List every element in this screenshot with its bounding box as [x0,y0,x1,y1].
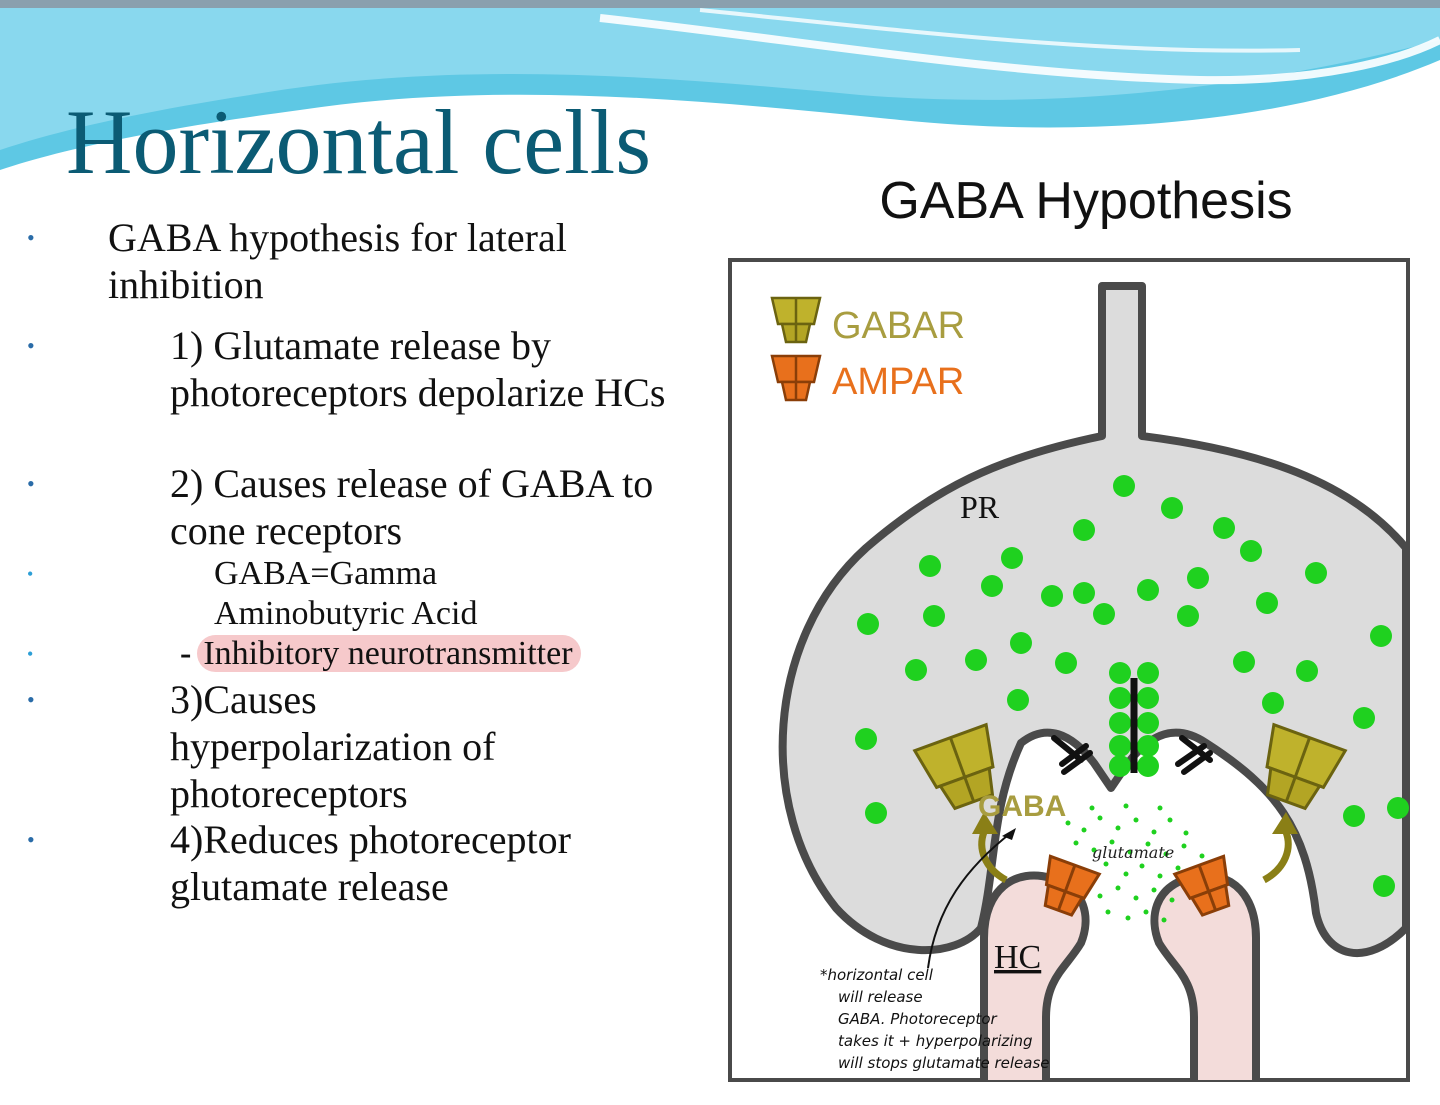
vesicle [1373,875,1395,897]
slide-title: Horizontal cells [66,91,652,193]
vesicle [965,649,987,671]
figure-title: GABA Hypothesis [879,172,1293,230]
vesicle [857,613,879,635]
bullet-dot-icon: • [27,827,35,852]
ampa-receptor-right [1172,854,1231,917]
vesicle [1113,475,1135,497]
gaba-flow-arrow-right [1262,830,1292,884]
vesicle [981,575,1003,597]
vesicle [1137,687,1159,709]
vesicle [1353,707,1375,729]
vesicle [1305,562,1327,584]
vesicle [1109,755,1131,777]
bullet-item: • 4)Reduces photoreceptor glutamate rele… [27,817,571,909]
vesicle [1256,592,1278,614]
ampar-legend-label: AMPAR [832,361,964,403]
note-line: takes it + hyperpolarizing [838,1032,1033,1050]
vesicle [1137,712,1159,734]
gabar-legend-icon [770,296,822,344]
vesicle [919,555,941,577]
vesicle [1109,712,1131,734]
channel-marker-left [1051,735,1093,775]
vesicle [1343,805,1365,827]
gaba-hypothesis-figure: GABA Hypothesis [716,168,1416,1088]
vesicle [1296,660,1318,682]
vesicle [1073,519,1095,541]
vesicle [1387,797,1409,819]
annotation-pointer-head [1002,828,1016,840]
note-line: *horizontal cell [820,966,934,984]
gaba-flow-arrowhead-left [972,812,998,834]
vesicle [1041,585,1063,607]
vesicle [1007,689,1029,711]
ampa-receptor-left [1043,854,1102,917]
vesicle [1093,603,1115,625]
bullet-item: • 2) Causes release of GABA to cone rece… [27,461,654,553]
vesicle [1055,652,1077,674]
vesicle [1001,547,1023,569]
vesicle [1137,755,1159,777]
vesicle [1240,540,1262,562]
vesicle-cluster [855,475,1409,897]
annotation-pointer [927,831,1013,969]
gaba-flow-arrowhead-right [1272,812,1298,834]
legend: GABAR AMPAR [770,296,965,403]
pr-label: PR [960,489,1000,525]
note-line: will release [838,988,923,1006]
ampar-legend-icon [770,354,822,402]
vesicle [1109,735,1131,757]
highlighted-text: Inhibitory neurotransmitter [197,635,581,672]
vesicle [923,605,945,627]
vesicle [1137,662,1159,684]
hc-label: HC [994,939,1041,976]
bullet-item: • GABA hypothesis for lateral inhibition [27,215,567,307]
bullet-dot-icon: • [27,644,34,664]
vesicle [1262,692,1284,714]
handwritten-note: *horizontal cell will release GABA. Phot… [820,966,1050,1072]
bullet-dot-icon: • [27,687,35,712]
gabar-legend-label: GABAR [832,305,965,347]
vesicle [1073,582,1095,604]
gaba-label: GABA [978,790,1066,823]
bullet-dot-icon: • [27,333,35,358]
vesicle [905,659,927,681]
vesicle [855,728,877,750]
glutamate-handwritten-label: glutamate [1092,843,1174,862]
bullet-dot-icon: • [27,564,34,584]
note-line: will stops glutamate release [838,1054,1050,1072]
bullet-item: • 3)Causes hyperpolarization of photorec… [27,677,496,816]
gaba-receptor-left [912,722,995,811]
vesicle [1010,632,1032,654]
note-line: GABA. Photoreceptor [838,1010,997,1028]
horizontal-cell-right [1150,871,1260,1080]
vesicle [1137,735,1159,757]
vesicle [865,802,887,824]
vesicle [1109,687,1131,709]
vesicle [1187,567,1209,589]
vesicle [1109,662,1131,684]
bullet-item: • -Inhibitory neurotransmitter [27,634,650,674]
bullet-item: • 1) Glutamate release by photoreceptors… [27,323,666,415]
channel-marker-right [1175,735,1213,775]
vesicle [1161,497,1183,519]
synapse-diagram: glutamate PR GABA HC [728,258,1410,1082]
vesicle [1137,579,1159,601]
gaba-receptor-right [1265,722,1348,811]
vesicle [1233,651,1255,673]
vesicle [1213,517,1235,539]
vesicle [1370,625,1392,647]
bullet-dot-icon: • [27,225,35,250]
wave-banner [0,0,1440,200]
vesicle [1177,605,1199,627]
dash-mark: - [180,635,192,672]
bullet-dot-icon: • [27,471,35,496]
bullet-item: • GABA=Gamma Aminobutyric Acid [27,555,478,632]
